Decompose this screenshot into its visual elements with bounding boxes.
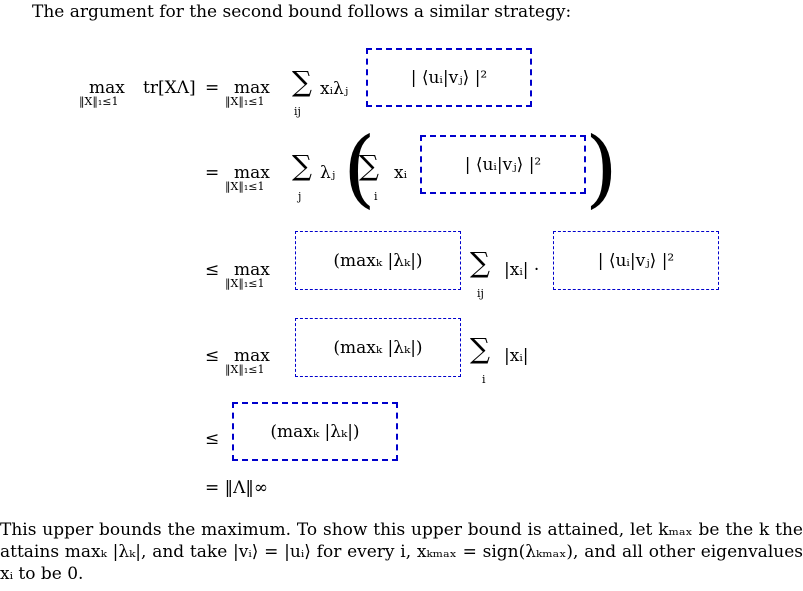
abs-x-term: |xᵢ| [504,346,529,366]
max-lambda-term: (maxₖ |λₖ|) [333,337,423,358]
norm-constraint: ‖X‖₁≤1 [225,363,265,376]
norm-constraint: ‖X‖₁≤1 [79,95,119,108]
max-lambda-box: (maxₖ |λₖ|) [232,402,398,461]
norm-constraint: ‖X‖₁≤1 [225,277,265,290]
max-operator: max [234,78,270,98]
x-lambda-term: xᵢλⱼ [320,79,349,99]
max-operator: max [234,163,270,183]
sum-symbol: ∑ [359,149,379,182]
max-operator: max [234,346,270,366]
norm-constraint: ‖X‖₁≤1 [225,180,265,193]
sum-index: ij [477,287,484,300]
max-lambda-box: (maxₖ |λₖ|) [295,318,461,377]
sum-index: ij [294,105,301,118]
max-lambda-box: (maxₖ |λₖ|) [295,231,461,290]
overlap-term: | ⟨uᵢ|vⱼ⟩ |² [464,154,542,175]
sum-symbol: ∑ [470,246,490,279]
sum-symbol: ∑ [292,65,312,98]
sum-symbol: ∑ [470,332,490,365]
overlap-term: | ⟨uᵢ|vⱼ⟩ |² [597,250,675,271]
final-norm: = ‖Λ‖∞ [205,478,269,498]
overlap-box: | ⟨uᵢ|vⱼ⟩ |² [553,231,719,290]
lambda-term: λⱼ [320,163,336,183]
sum-index: i [482,373,486,386]
abs-x-term: |xᵢ| · [504,260,540,280]
x-term: xᵢ [394,163,408,183]
left-paren: ( [343,119,376,217]
less-equal-sign: ≤ [205,260,220,280]
conclusion-paragraph: This upper bounds the maximum. To show t… [0,520,803,584]
overlap-term: | ⟨uᵢ|vⱼ⟩ |² [410,67,488,88]
equals-sign: = [205,78,220,98]
equals-sign: = [205,163,220,183]
overlap-box: | ⟨uᵢ|vⱼ⟩ |² [420,135,586,194]
less-equal-sign: ≤ [205,429,220,449]
norm-constraint: ‖X‖₁≤1 [225,95,265,108]
max-operator: max [234,260,270,280]
max-lambda-term: (maxₖ |λₖ|) [270,421,360,442]
max-lambda-term: (maxₖ |λₖ|) [333,250,423,271]
overlap-box: | ⟨uᵢ|vⱼ⟩ |² [366,48,532,107]
less-equal-sign: ≤ [205,346,220,366]
sum-index: j [298,190,302,203]
right-paren: ) [585,119,618,217]
max-operator: max [89,78,125,98]
sum-symbol: ∑ [292,149,312,182]
sum-index: i [374,190,378,203]
intro-text: The argument for the second bound follow… [32,2,572,22]
trace-expression: tr[XΛ] [143,78,196,98]
